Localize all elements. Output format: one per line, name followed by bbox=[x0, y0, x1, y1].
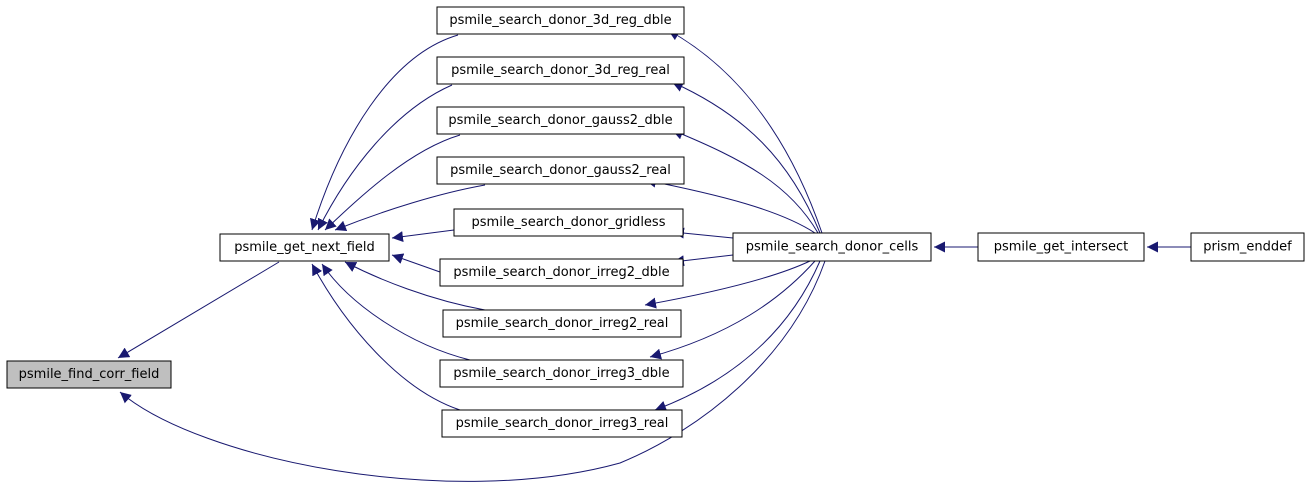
node-label: prism_enddef bbox=[1203, 240, 1292, 255]
node-irreg3_dble[interactable]: psmile_search_donor_irreg3_dble bbox=[439, 359, 684, 388]
node-box[interactable] bbox=[732, 232, 932, 262]
node-label: psmile_search_donor_irreg3_real bbox=[456, 416, 669, 431]
edge-cells-to-irreg3_dble bbox=[649, 260, 816, 360]
node-box[interactable] bbox=[453, 208, 684, 237]
node-box[interactable] bbox=[441, 409, 683, 438]
edge-cells-to-irreg3_real bbox=[654, 260, 821, 412]
node-box[interactable] bbox=[219, 233, 390, 262]
edges-layer bbox=[117, 29, 1191, 482]
node-label: psmile_get_next_field bbox=[234, 240, 375, 255]
edge-cells-to-find_corr bbox=[119, 260, 826, 482]
edge-gridless-to-next_field bbox=[391, 229, 455, 243]
edge-cells-to-reg_real bbox=[671, 81, 821, 234]
node-box[interactable] bbox=[436, 6, 685, 35]
node-label: psmile_search_donor_gridless bbox=[472, 215, 666, 230]
node-gauss_dble[interactable]: psmile_search_donor_gauss2_dble bbox=[436, 106, 685, 135]
edge-next_field-to-find_corr bbox=[117, 261, 280, 359]
node-irreg2_real[interactable]: psmile_search_donor_irreg2_real bbox=[442, 309, 682, 338]
edge-reg_dble-to-next_field bbox=[310, 34, 459, 231]
node-gridless[interactable]: psmile_search_donor_gridless bbox=[453, 208, 684, 237]
node-box[interactable] bbox=[977, 232, 1145, 262]
node-box[interactable] bbox=[436, 156, 685, 185]
node-irreg2_dble[interactable]: psmile_search_donor_irreg2_dble bbox=[439, 258, 684, 287]
node-box[interactable] bbox=[6, 360, 172, 389]
edge-gauss_real-to-next_field bbox=[334, 184, 486, 232]
edge-irreg3_real-to-next_field bbox=[311, 263, 461, 411]
node-cells[interactable]: psmile_search_donor_cells bbox=[732, 232, 932, 262]
edge-cells-to-irreg2_real bbox=[644, 260, 811, 309]
node-box[interactable] bbox=[436, 56, 685, 85]
node-next_field[interactable]: psmile_get_next_field bbox=[219, 233, 390, 262]
node-label: psmile_search_donor_gauss2_dble bbox=[448, 113, 672, 128]
node-enddef[interactable]: prism_enddef bbox=[1190, 232, 1305, 262]
nodes-layer: psmile_find_corr_field psmile_get_next_fi… bbox=[6, 6, 1305, 438]
edge-cells-to-reg_dble bbox=[667, 29, 823, 234]
edge-reg_real-to-next_field bbox=[317, 84, 453, 231]
node-label: psmile_get_intersect bbox=[994, 240, 1129, 255]
node-irreg3_real[interactable]: psmile_search_donor_irreg3_real bbox=[441, 409, 683, 438]
edge-gauss_dble-to-next_field bbox=[324, 134, 461, 231]
node-box[interactable] bbox=[439, 359, 684, 388]
edge-irreg2_dble-to-next_field bbox=[391, 253, 441, 273]
node-box[interactable] bbox=[442, 309, 682, 338]
edge-cells-to-gauss_real bbox=[644, 176, 816, 234]
node-label: psmile_search_donor_3d_reg_dble bbox=[449, 13, 671, 28]
node-find_corr[interactable]: psmile_find_corr_field bbox=[6, 360, 172, 389]
node-label: psmile_search_donor_irreg2_real bbox=[456, 316, 669, 331]
node-reg_real[interactable]: psmile_search_donor_3d_reg_real bbox=[436, 56, 685, 85]
node-label: psmile_find_corr_field bbox=[19, 367, 160, 382]
node-label: psmile_search_donor_irreg2_dble bbox=[453, 265, 669, 280]
node-intersect[interactable]: psmile_get_intersect bbox=[977, 232, 1145, 262]
node-label: psmile_search_donor_3d_reg_real bbox=[451, 63, 670, 78]
node-box[interactable] bbox=[1190, 232, 1305, 262]
edge-cells-to-gauss_dble bbox=[671, 129, 819, 234]
node-box[interactable] bbox=[439, 258, 684, 287]
edge-irreg3_dble-to-next_field bbox=[321, 263, 471, 361]
node-box[interactable] bbox=[436, 106, 685, 135]
node-reg_dble[interactable]: psmile_search_donor_3d_reg_dble bbox=[436, 6, 685, 35]
node-label: psmile_search_donor_gauss2_real bbox=[450, 163, 671, 178]
edge-irreg2_real-to-next_field bbox=[344, 261, 486, 311]
node-gauss_real[interactable]: psmile_search_donor_gauss2_real bbox=[436, 156, 685, 185]
node-label: psmile_search_donor_cells bbox=[746, 240, 919, 255]
node-label: psmile_search_donor_irreg3_dble bbox=[453, 366, 669, 381]
